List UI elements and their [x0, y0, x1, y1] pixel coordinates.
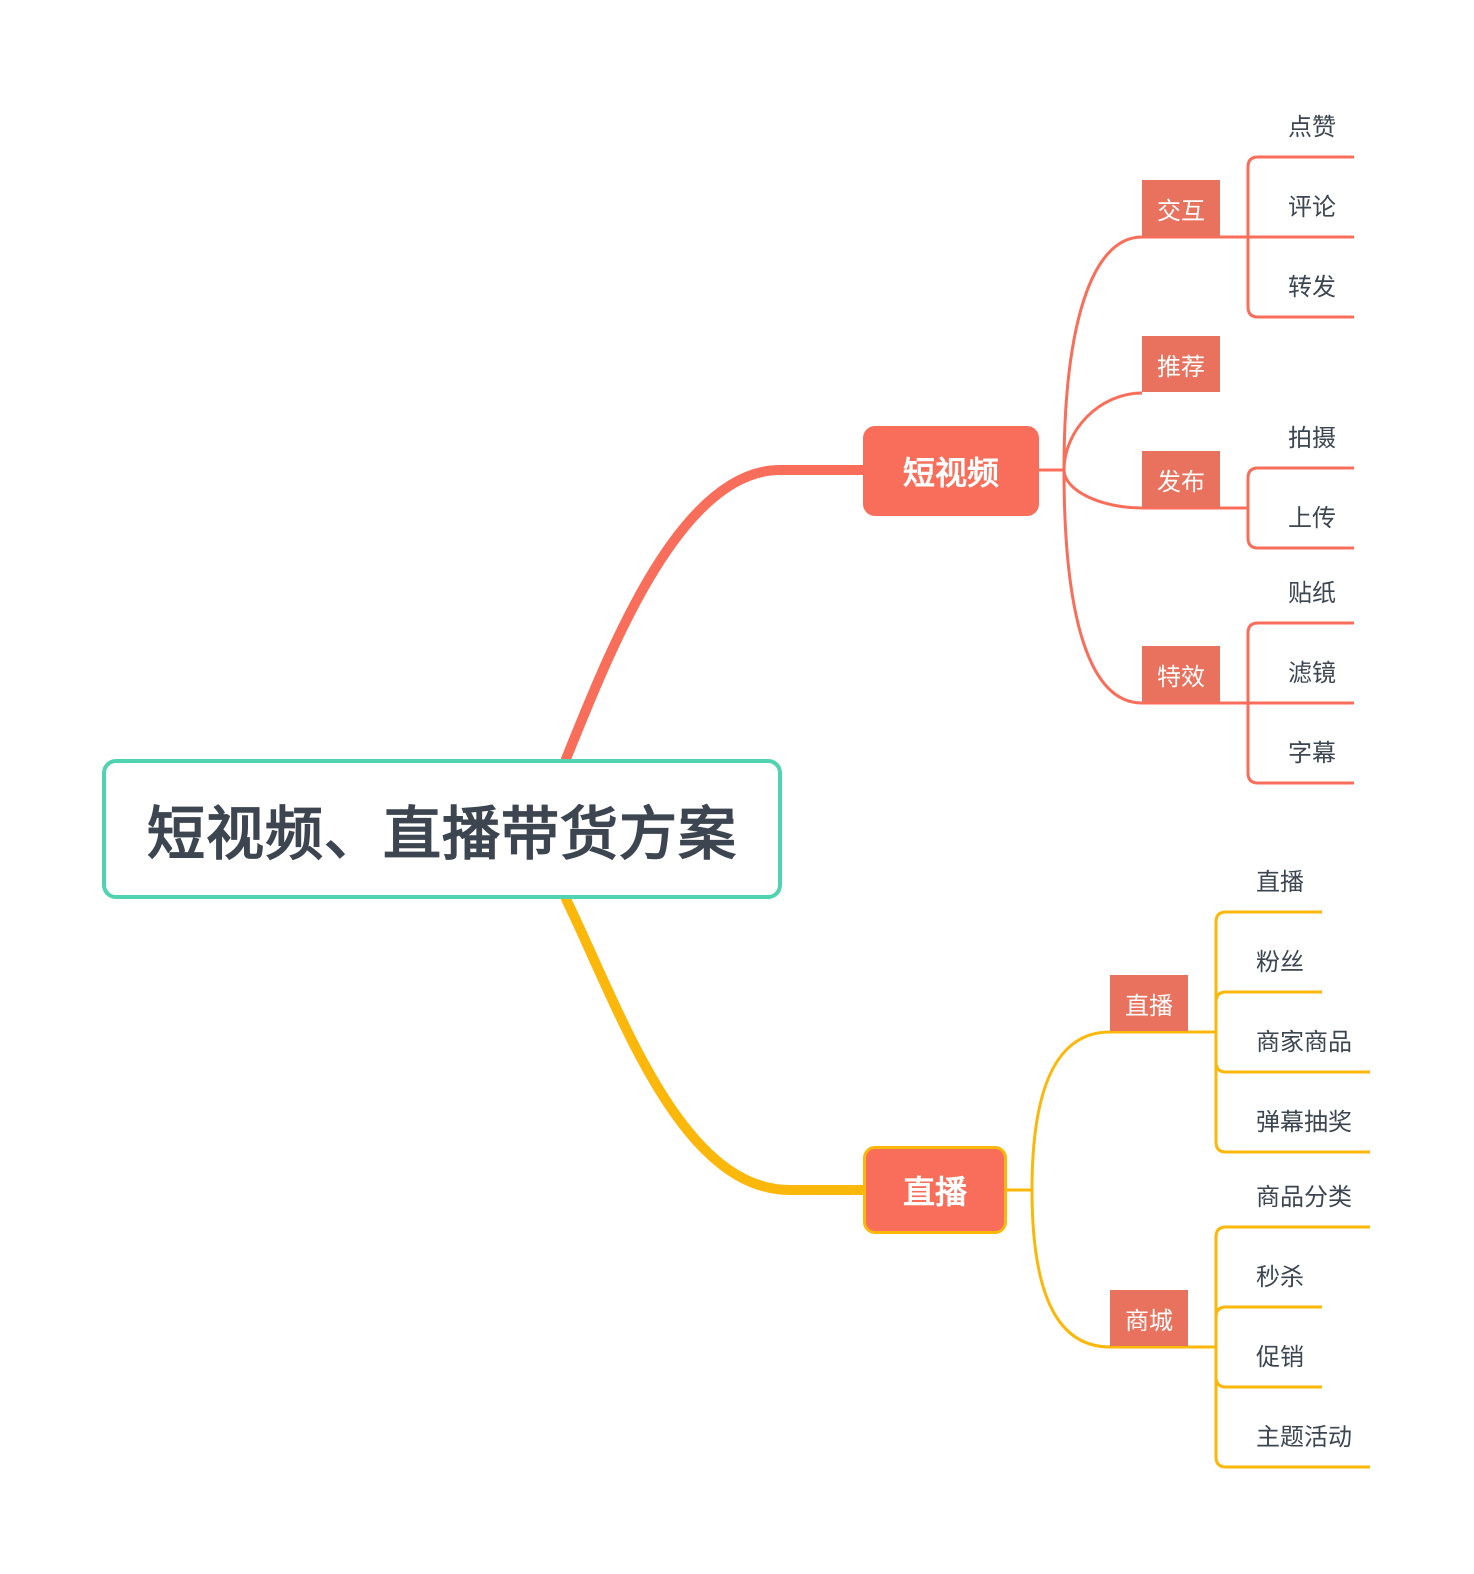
central-topic[interactable]: 短视频、直播带货方案: [102, 759, 782, 899]
leaf-line-share: [1246, 237, 1354, 319]
subtopic-recommend[interactable]: 推荐: [1142, 336, 1220, 392]
subtopic-publish[interactable]: 发布: [1142, 451, 1220, 507]
leaf-promotion[interactable]: 促销: [1256, 1343, 1304, 1371]
leaf-line-fans: [1214, 990, 1322, 1032]
leaf-filter[interactable]: 滤镜: [1288, 659, 1336, 687]
leaf-live[interactable]: 直播: [1256, 868, 1304, 896]
line-mall: [1030, 1189, 1216, 1349]
leaf-line-upload: [1246, 508, 1354, 550]
subtopic-interaction[interactable]: 交互: [1142, 180, 1220, 236]
leaf-comment[interactable]: 评论: [1288, 193, 1336, 221]
leaf-share[interactable]: 转发: [1288, 273, 1336, 301]
line-publish: [1062, 469, 1248, 510]
leaf-line-sticker: [1246, 621, 1354, 703]
branch-line-short-video: [561, 465, 869, 764]
leaf-shoot[interactable]: 拍摄: [1288, 424, 1336, 452]
leaf-line-theme: [1214, 1347, 1370, 1469]
leaf-upload[interactable]: 上传: [1288, 504, 1336, 532]
leaf-line-danmaku: [1214, 1032, 1370, 1154]
leaf-line-flash: [1214, 1305, 1322, 1347]
subtopic-mall[interactable]: 商城: [1110, 1290, 1188, 1346]
branch-line-live: [561, 894, 869, 1195]
leaf-merchant-goods[interactable]: 商家商品: [1256, 1028, 1352, 1056]
leaf-sticker[interactable]: 贴纸: [1288, 579, 1336, 607]
leaf-flash-sale[interactable]: 秒杀: [1256, 1263, 1304, 1291]
subtopic-effects[interactable]: 特效: [1142, 646, 1220, 702]
leaf-subtitle[interactable]: 字幕: [1288, 739, 1336, 767]
line-interaction: [1039, 235, 1248, 472]
leaf-like[interactable]: 点赞: [1288, 113, 1336, 141]
leaf-line-live: [1214, 910, 1322, 1032]
line-live-sub: [1007, 1030, 1216, 1192]
leaf-line-shoot: [1246, 466, 1354, 508]
subtopic-live[interactable]: 直播: [1110, 975, 1188, 1031]
main-topic-live[interactable]: 直播: [863, 1146, 1007, 1234]
leaf-goods-category[interactable]: 商品分类: [1256, 1183, 1352, 1211]
line-recommend: [1062, 391, 1143, 471]
leaf-fans[interactable]: 粉丝: [1256, 948, 1304, 976]
leaf-line-category: [1214, 1225, 1370, 1347]
leaf-line-subtitle: [1246, 703, 1354, 785]
leaf-theme-activity[interactable]: 主题活动: [1256, 1423, 1352, 1451]
leaf-danmaku-lottery[interactable]: 弹幕抽奖: [1256, 1108, 1352, 1136]
line-effects: [1062, 469, 1248, 705]
main-topic-short-video[interactable]: 短视频: [863, 426, 1039, 516]
leaf-line-like: [1246, 155, 1354, 237]
